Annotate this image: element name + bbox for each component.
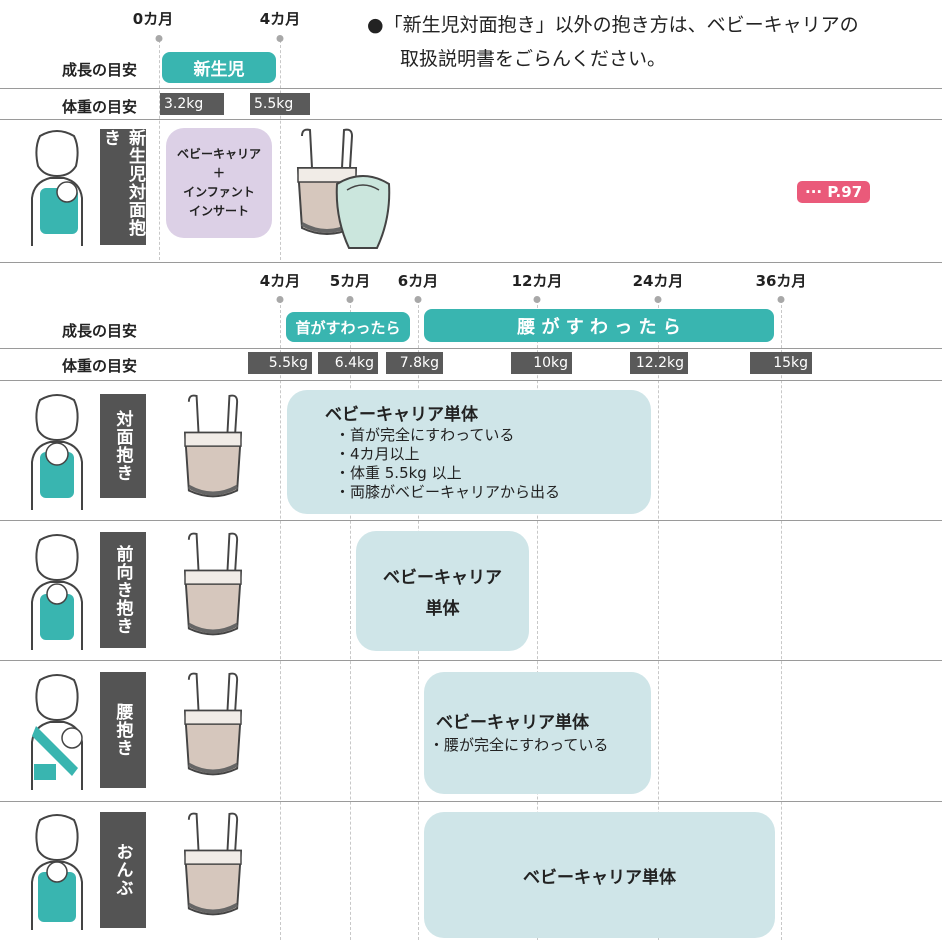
position-tab-hip: 腰抱き <box>100 672 146 788</box>
age-label: 4カ月 <box>259 272 301 290</box>
age-label: 36カ月 <box>755 272 807 290</box>
weight-box: 15kg <box>750 352 812 374</box>
age-label: 24カ月 <box>632 272 684 290</box>
position-tab-back: おんぶ <box>100 812 146 928</box>
note-line-2: 取扱説明書をごらんください。 <box>400 48 667 70</box>
weight-label: 体重の目安 <box>62 357 138 375</box>
neck-stable-tag: 首がすわったら <box>286 312 410 342</box>
parent-hip-carry-icon <box>31 674 83 790</box>
baby-carrier-icon <box>183 532 243 636</box>
baby-carrier-icon <box>183 812 243 916</box>
age-dot <box>155 35 163 42</box>
waist-stable-tag: 腰 が す わ っ た ら <box>424 309 774 342</box>
age-dot <box>346 296 354 303</box>
age-label-0m: 0カ月 <box>132 10 174 28</box>
baby-carrier-icon <box>183 672 243 776</box>
parent-front-carry-icon <box>31 394 83 510</box>
newborn-tag: 新生児 <box>162 52 276 83</box>
weight-box: 12.2kg <box>630 352 688 374</box>
infant-insert-icon <box>335 175 391 249</box>
age-dot <box>654 296 662 303</box>
position-tab-newborn: 新生児対面抱き <box>100 129 146 245</box>
age-label: 12カ月 <box>511 272 563 290</box>
weight-box: 5.5kg <box>250 93 310 115</box>
age-dot <box>777 296 785 303</box>
parent-facing-out-icon <box>31 534 83 650</box>
growth-label: 成長の目安 <box>62 322 138 340</box>
panel-facing-in: ベビーキャリア単体 ・首が完全にすわっている ・4カ月以上 ・体重 5.5kg … <box>287 390 651 514</box>
growth-label: 成長の目安 <box>62 61 138 79</box>
note-line-1: ●「新生児対面抱き」以外の抱き方は、ベビーキャリアの <box>367 14 859 36</box>
panel-hip: ベビーキャリア単体 ・腰が完全にすわっている <box>424 672 651 794</box>
weight-box: 3.2kg <box>160 93 224 115</box>
position-tab-facing-in: 対面抱き <box>100 394 146 498</box>
page-reference-link[interactable]: ··· P.97 <box>797 181 871 203</box>
age-dot <box>414 296 422 303</box>
baby-carrier-icon <box>183 394 243 498</box>
age-dot <box>533 296 541 303</box>
panel-facing-out: ベビーキャリア 単体 <box>356 531 529 651</box>
age-label-4m: 4カ月 <box>259 10 301 28</box>
age-label: 5カ月 <box>329 272 371 290</box>
position-tab-facing-out: 前向き抱き <box>100 532 146 648</box>
weight-box: 5.5kg <box>248 352 312 374</box>
age-dot <box>276 296 284 303</box>
age-label: 6カ月 <box>397 272 439 290</box>
age-dot <box>276 35 284 42</box>
weight-box: 10kg <box>511 352 572 374</box>
parent-front-carry-icon <box>31 130 83 246</box>
weight-label: 体重の目安 <box>62 98 138 116</box>
panel-back: ベビーキャリア単体 <box>424 812 775 938</box>
weight-box: 7.8kg <box>386 352 443 374</box>
insert-box: ベビーキャリア ＋ インファント インサート <box>166 128 272 238</box>
parent-back-carry-icon <box>31 814 83 930</box>
weight-box: 6.4kg <box>318 352 378 374</box>
